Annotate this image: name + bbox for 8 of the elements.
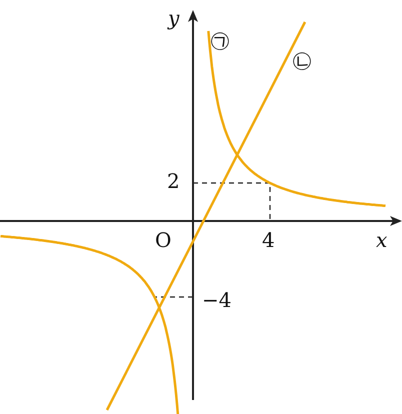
axis-label: O: [155, 230, 172, 250]
axis-label: 2: [167, 171, 180, 191]
axis-label: ㉠: [210, 30, 230, 50]
axis-label: ㉡: [292, 50, 312, 70]
axis-label: 4: [262, 230, 275, 250]
axis-label: y: [168, 8, 180, 28]
axis-label: −4: [202, 290, 232, 310]
axis-label: x: [376, 230, 388, 250]
